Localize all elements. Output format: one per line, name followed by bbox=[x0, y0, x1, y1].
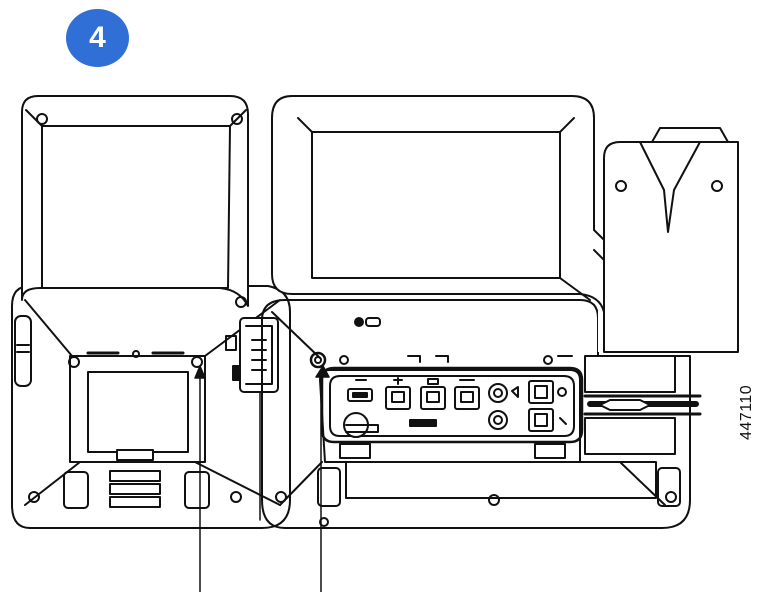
aux-icon bbox=[454, 379, 480, 410]
cable-clip bbox=[583, 355, 702, 455]
microphone-jack-icon bbox=[488, 410, 508, 430]
usb-icon bbox=[347, 379, 373, 402]
connector-bracket bbox=[225, 317, 279, 393]
headset-port-icon bbox=[528, 380, 554, 404]
figure-id-label: 447110 bbox=[738, 384, 755, 440]
handset-port-icon bbox=[528, 408, 554, 432]
phone-display bbox=[271, 95, 690, 352]
expansion-module-display bbox=[21, 95, 249, 307]
speaker-jack-icon bbox=[488, 383, 508, 403]
network-icon bbox=[385, 377, 411, 410]
expansion-module-housing bbox=[11, 285, 291, 529]
screw-icon bbox=[28, 296, 247, 503]
port-panel bbox=[320, 366, 584, 444]
pc-icon bbox=[420, 378, 446, 410]
lock-icon bbox=[365, 317, 381, 327]
screw-icon bbox=[275, 491, 677, 506]
handset-cradle bbox=[603, 127, 739, 353]
step-number-badge: 4 bbox=[66, 9, 129, 67]
callout-arrow bbox=[194, 365, 330, 592]
